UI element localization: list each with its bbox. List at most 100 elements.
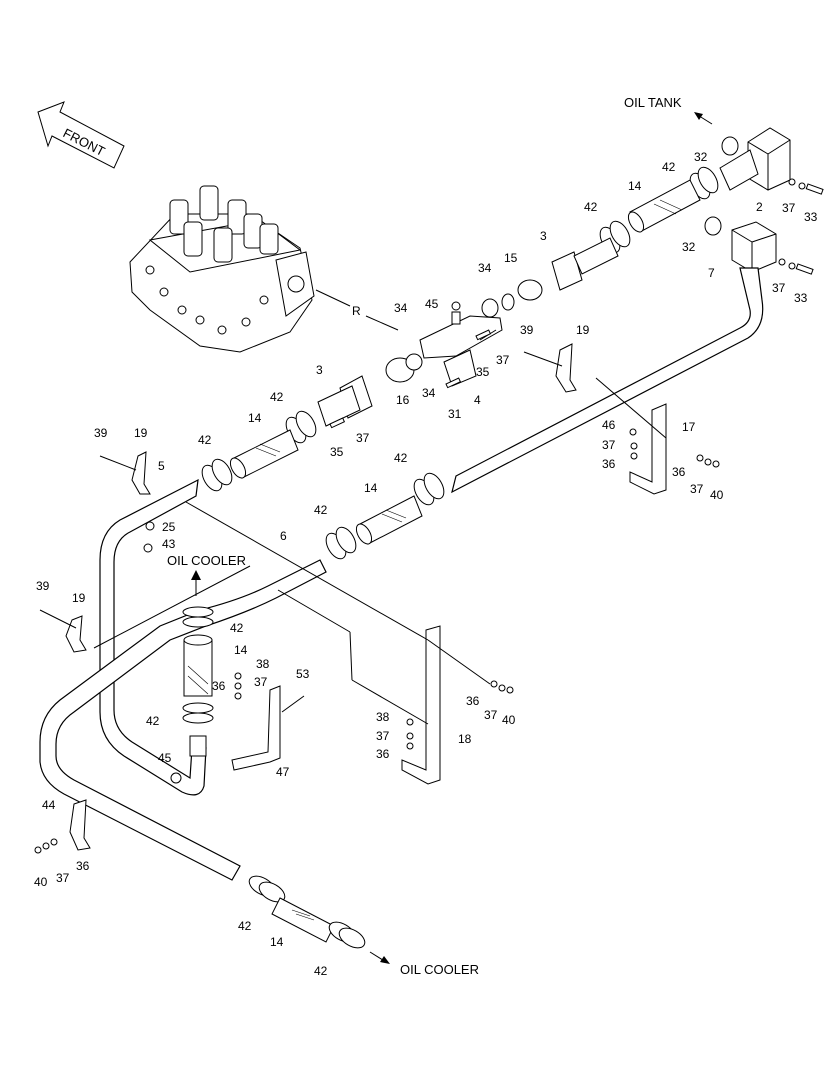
callout-25: 25 — [162, 520, 176, 534]
callout-19: 19 — [134, 426, 148, 440]
small-hardware — [34, 178, 824, 854]
callout-32: 32 — [682, 240, 696, 254]
hose-clamp-42g — [182, 606, 214, 628]
callout-42: 42 — [230, 621, 244, 635]
hose-clamp-42i — [248, 875, 286, 903]
callout-37: 37 — [772, 281, 786, 295]
callout-36: 36 — [672, 465, 686, 479]
callout-45: 45 — [425, 297, 439, 311]
callout-39: 39 — [520, 323, 534, 337]
callout-labels: R 32 42 14 2 37 33 42 3 32 7 37 33 34 15… — [34, 150, 818, 978]
callout-39: 39 — [94, 426, 108, 440]
mid-hose-assembly — [201, 375, 373, 492]
hose-clamp-42e — [413, 472, 445, 506]
callout-19: 19 — [72, 591, 86, 605]
callout-38: 38 — [376, 710, 390, 724]
callout-37: 37 — [356, 431, 370, 445]
callout-36: 36 — [602, 457, 616, 471]
callout-47: 47 — [276, 765, 290, 779]
front-arrow: FRONT — [37, 101, 125, 169]
callout-14: 14 — [234, 643, 248, 657]
callout-42: 42 — [146, 714, 160, 728]
callout-33: 33 — [794, 291, 808, 305]
hose-14e — [271, 897, 335, 943]
hose-clamp-42d — [201, 458, 233, 492]
hose-14b — [229, 429, 299, 479]
callout-3: 3 — [540, 229, 547, 243]
callout-14: 14 — [248, 411, 262, 425]
callout-2: 2 — [756, 200, 763, 214]
leader-lines — [93, 289, 667, 725]
callout-34: 34 — [394, 301, 408, 315]
callout-5: 5 — [158, 459, 165, 473]
callout-14: 14 — [364, 481, 378, 495]
callout-42: 42 — [270, 390, 284, 404]
control-valve — [129, 185, 315, 353]
clamp-19-left — [131, 451, 151, 495]
callout-4: 4 — [474, 393, 481, 407]
hose-clamp-42j — [328, 921, 366, 949]
callout-34: 34 — [422, 386, 436, 400]
callout-R: R — [352, 304, 361, 318]
callout-31: 31 — [448, 407, 462, 421]
callout-37: 37 — [56, 871, 70, 885]
oil-cooler-bottom-label: OIL COOLER — [400, 962, 479, 977]
callout-42: 42 — [198, 433, 212, 447]
callout-46: 46 — [602, 418, 616, 432]
callout-37: 37 — [254, 675, 268, 689]
bottom-hose-assembly: OIL COOLER — [248, 875, 479, 977]
callout-16: 16 — [396, 393, 410, 407]
callout-18: 18 — [458, 732, 472, 746]
oil-tank-label: OIL TANK — [624, 95, 682, 110]
callout-36: 36 — [466, 694, 480, 708]
callout-7: 7 — [708, 266, 715, 280]
callout-42: 42 — [394, 451, 408, 465]
callout-32: 32 — [694, 150, 708, 164]
callout-42: 42 — [314, 503, 328, 517]
hose-clamp-42a — [689, 166, 719, 200]
callout-37: 37 — [602, 438, 616, 452]
callout-3: 3 — [316, 363, 323, 377]
callout-14: 14 — [270, 935, 284, 949]
hose-14a — [627, 179, 701, 233]
pipe-7 — [451, 221, 777, 494]
bracket-18 — [401, 625, 441, 785]
callout-35: 35 — [476, 365, 490, 379]
clamp-19-top — [555, 343, 577, 393]
callout-42: 42 — [238, 919, 252, 933]
oil-tank-direction: OIL TANK — [624, 95, 713, 125]
callout-14: 14 — [628, 179, 642, 193]
oil-cooler-top-label: OIL COOLER — [167, 553, 246, 568]
callout-45: 45 — [158, 751, 172, 765]
callout-17: 17 — [682, 420, 696, 434]
upper-pipe-run — [385, 127, 791, 387]
hose-14c — [355, 495, 423, 545]
callout-37: 37 — [484, 708, 498, 722]
vertical-cooler-hose: OIL COOLER — [167, 553, 246, 784]
callout-40: 40 — [34, 875, 48, 889]
callout-40: 40 — [502, 713, 516, 727]
bracket-47 — [231, 685, 281, 771]
bracket-17 — [629, 403, 667, 495]
callout-37: 37 — [690, 482, 704, 496]
callout-35: 35 — [330, 445, 344, 459]
callout-36: 36 — [212, 679, 226, 693]
callout-53: 53 — [296, 667, 310, 681]
callout-42: 42 — [314, 964, 328, 978]
callout-36: 36 — [376, 747, 390, 761]
callout-19: 19 — [576, 323, 590, 337]
callout-42: 42 — [584, 200, 598, 214]
callout-37: 37 — [376, 729, 390, 743]
clamp-19-lower — [65, 615, 87, 653]
callout-33: 33 — [804, 210, 818, 224]
callout-34: 34 — [478, 261, 492, 275]
callout-36: 36 — [76, 859, 90, 873]
hose-clamp-42h — [182, 702, 214, 724]
clamp-44 — [69, 799, 91, 851]
callout-44: 44 — [42, 798, 56, 812]
callout-39: 39 — [36, 579, 50, 593]
hose-14d — [183, 634, 213, 697]
callout-42: 42 — [662, 160, 676, 174]
mid-long-pipe-hose — [325, 472, 445, 560]
callout-6: 6 — [280, 529, 287, 543]
